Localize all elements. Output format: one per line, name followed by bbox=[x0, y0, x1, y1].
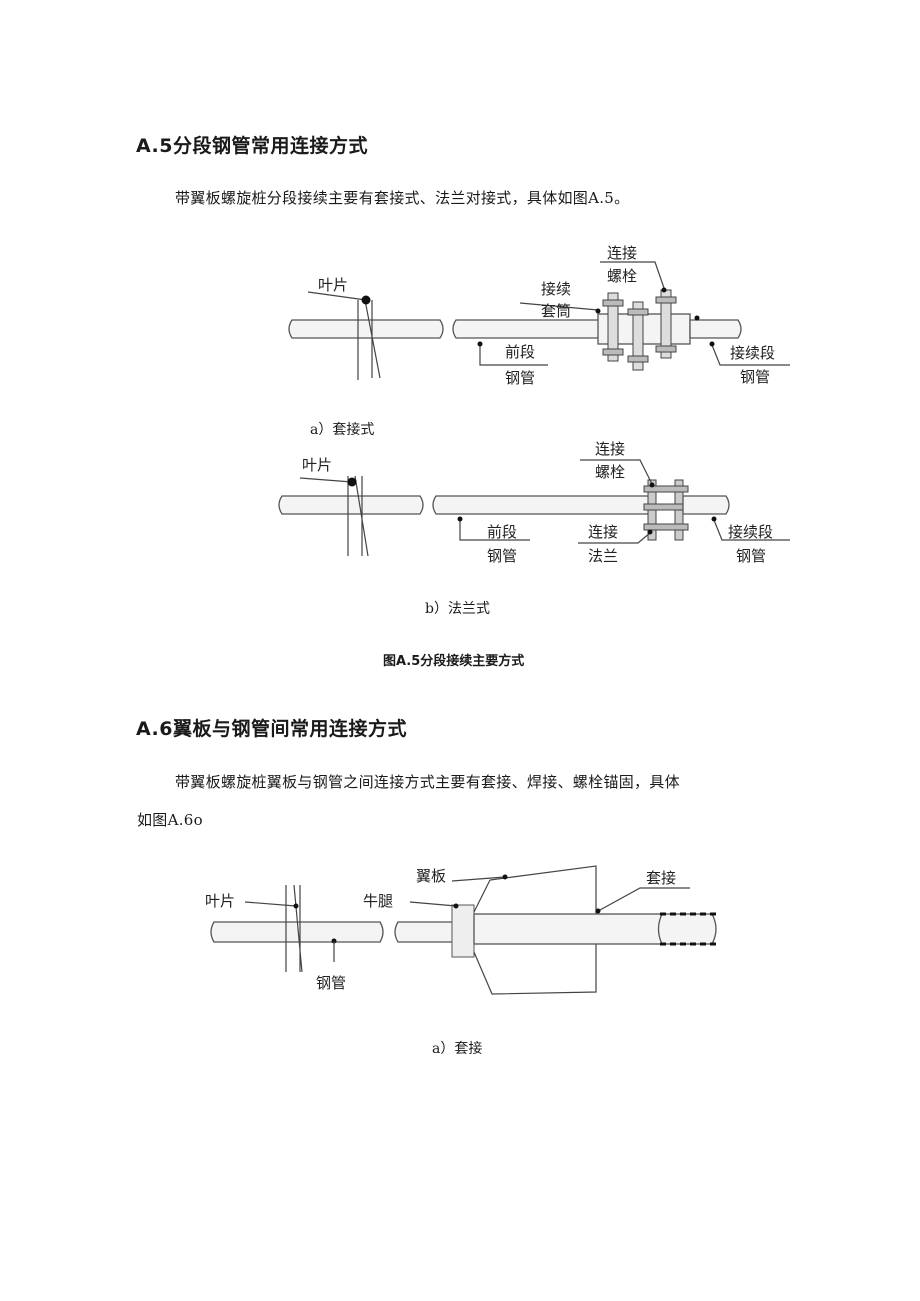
next-pipe bbox=[682, 495, 730, 515]
pipe-mid bbox=[394, 921, 461, 943]
label-wing: 翼板 bbox=[416, 867, 446, 885]
label-bolt-line1: 连接 bbox=[607, 244, 637, 262]
label-blade: 叶片 bbox=[302, 456, 332, 474]
label-pipe: 钢管 bbox=[316, 974, 346, 992]
label-next-line1: 接续段 bbox=[728, 523, 773, 541]
label-bolt-line2: 螺栓 bbox=[595, 463, 625, 481]
label-bolt-line1: 连接 bbox=[595, 440, 625, 458]
label-front-line2: 钢管 bbox=[487, 547, 517, 565]
label-front-line1: 前段 bbox=[487, 523, 517, 541]
figure-a5a-caption: a）套接式 bbox=[310, 422, 375, 438]
section-a5-heading: A.5分段钢管常用连接方式 bbox=[136, 135, 368, 157]
label-blade: 叶片 bbox=[318, 276, 348, 294]
flange bbox=[643, 479, 689, 541]
label-next-line2: 钢管 bbox=[740, 368, 770, 386]
section-a6-paragraph-line1: 带翼板螺旋桩翼板与钢管之间连接方式主要有套接、焊接、螺栓锚固，具体 bbox=[175, 773, 680, 791]
section-a6-paragraph-line2: 如图A.6o bbox=[137, 811, 203, 829]
figure-a5-title: 图A.5分段接续主要方式 bbox=[383, 654, 525, 669]
next-pipe bbox=[689, 319, 742, 339]
blade-shape bbox=[285, 884, 303, 973]
label-sleeve-line1: 接续 bbox=[541, 280, 571, 298]
blade-shape bbox=[347, 475, 369, 557]
pipe-end bbox=[657, 913, 717, 945]
label-bolt-line2: 螺栓 bbox=[607, 267, 637, 285]
section-a5-paragraph: 带翼板螺旋桩分段接续主要有套接式、法兰对接式，具体如图A.5。 bbox=[175, 189, 630, 207]
pipe-segment-left bbox=[288, 319, 444, 339]
label-sleeve-line2: 套筒 bbox=[541, 302, 571, 320]
label-corbel: 牛腿 bbox=[363, 892, 393, 910]
figure-a5b-caption: b）法兰式 bbox=[425, 601, 490, 617]
label-flange-line2: 法兰 bbox=[588, 547, 618, 565]
pipe-segment-left bbox=[210, 921, 384, 943]
label-next-line1: 接续段 bbox=[730, 344, 775, 362]
front-pipe bbox=[452, 319, 601, 339]
label-sleeve: 套接 bbox=[646, 869, 676, 887]
label-front-line2: 钢管 bbox=[505, 369, 535, 387]
figure-a6a-caption: a）套接 bbox=[432, 1041, 483, 1057]
blade-shape bbox=[357, 299, 381, 380]
label-next-line2: 钢管 bbox=[736, 547, 766, 565]
sleeve-pipe bbox=[473, 913, 663, 945]
label-front-line1: 前段 bbox=[505, 343, 535, 361]
pipe-segment-left bbox=[278, 495, 424, 515]
front-pipe bbox=[432, 495, 651, 515]
section-a6-heading: A.6翼板与钢管间常用连接方式 bbox=[136, 718, 407, 740]
bolts bbox=[602, 289, 677, 371]
label-blade: 叶片 bbox=[205, 892, 235, 910]
corbel bbox=[451, 904, 475, 958]
label-flange-line1: 连接 bbox=[588, 523, 618, 541]
